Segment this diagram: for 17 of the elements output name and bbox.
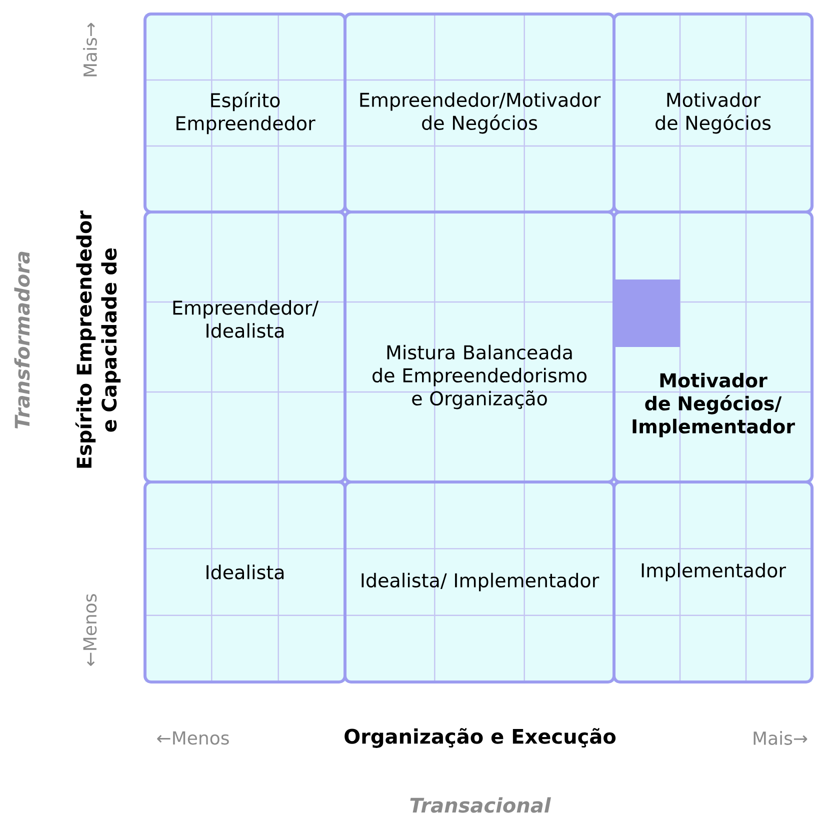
quadrant-cell: Espírito Empreendedor [144, 12, 346, 214]
quadrant-cell: Idealista [144, 480, 346, 684]
axis-end-label: ←Menos [157, 731, 229, 745]
quadrant-cell: Empreendedor/Motivador de Negócios [344, 12, 616, 214]
axis-title: Espírito Empreendedor e Capacidade de [75, 210, 121, 468]
axis-end-label: ←Menos [83, 594, 97, 666]
quadrant-cell: Motivador de Negócios/ Implementador [612, 210, 814, 484]
axis-caption: Transformadora [14, 252, 30, 429]
axis-caption: Transacional [410, 797, 551, 813]
quadrant-cell: Idealista/ Implementador [344, 480, 616, 684]
quadrant-cell: Empreendedor/ Idealista [144, 210, 346, 484]
axis-end-label: Mais→ [754, 731, 808, 745]
quadrant-cell: Motivador de Negócios [612, 12, 814, 214]
axis-end-label: Mais→ [83, 22, 97, 76]
quadrant-cell: Mistura Balanceada de Empreendedorismo e Organização [344, 210, 616, 484]
axis-title: Organização e Execução [344, 728, 616, 748]
quadrant-cell: Implementador [612, 480, 814, 684]
